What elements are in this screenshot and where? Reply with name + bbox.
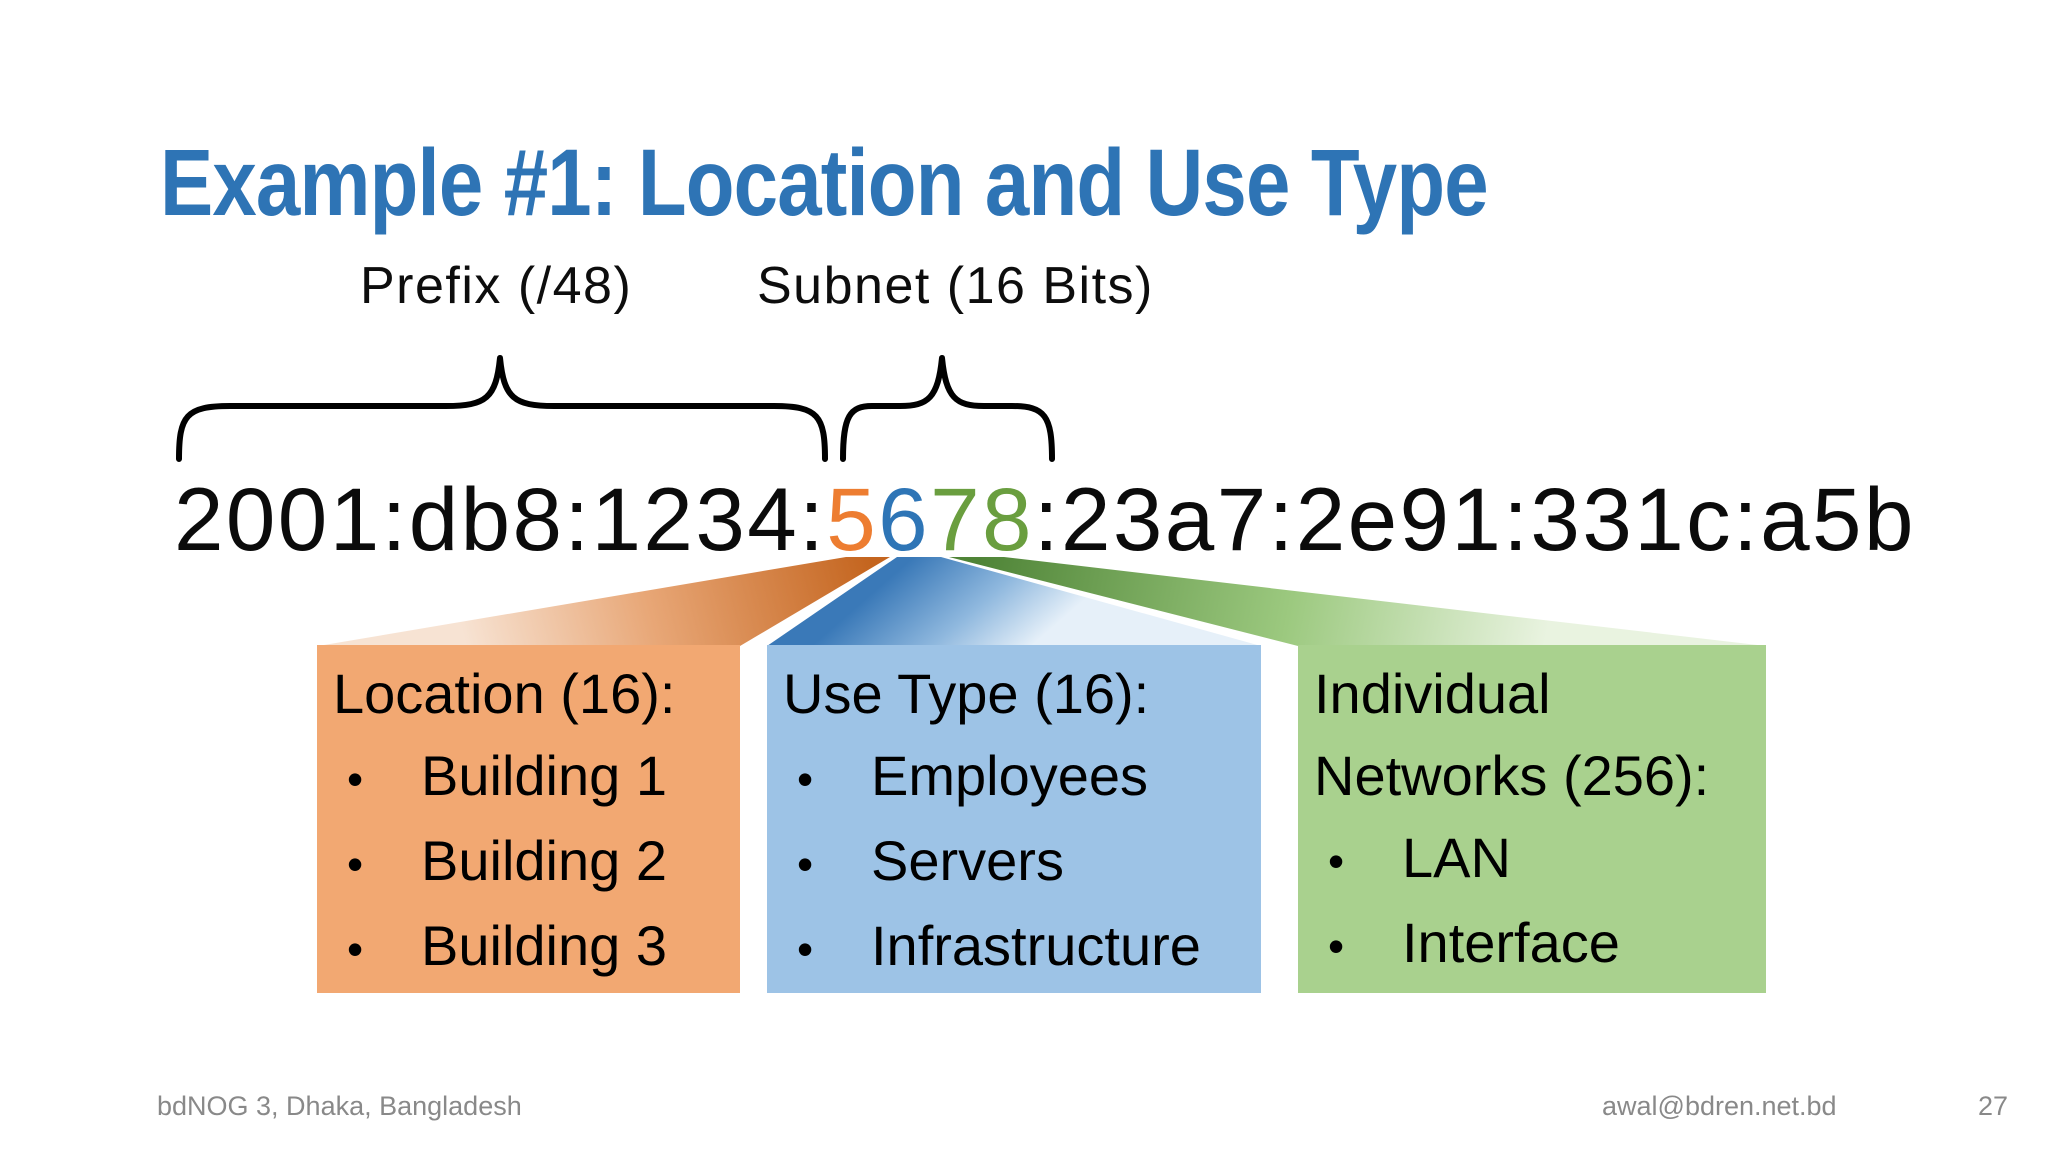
list-item: • Employees — [783, 735, 1261, 820]
networks-funnel — [949, 557, 1766, 646]
use-type-box-title: Use Type (16): — [783, 662, 1150, 725]
location-box-title: Location (16): — [333, 662, 676, 725]
list-item: • LAN — [1314, 817, 1766, 902]
list-item-label: LAN — [1402, 826, 1511, 889]
prefix-label: Prefix (/48) — [360, 257, 633, 315]
footer-email: awal@bdren.net.bd — [1602, 1091, 1837, 1121]
address-prefix-part: 2001:db8:1234: — [174, 469, 827, 569]
location-digit: 5 — [826, 469, 879, 569]
prefix-brace — [176, 355, 828, 462]
bullet-icon: • — [347, 923, 364, 975]
bullet-icon: • — [347, 753, 364, 805]
list-item: • Servers — [783, 820, 1261, 905]
location-box: Location (16): • Building 1 • Building 2 •… — [317, 645, 740, 993]
bullet-icon: • — [797, 923, 814, 975]
ipv6-address: 2001:db8:1234:5678:23a7:2e91:331c:a5b — [174, 475, 1916, 564]
list-item: • Infrastructure — [783, 905, 1261, 990]
list-item-label: Infrastructure — [871, 914, 1201, 977]
bullet-icon: • — [1328, 920, 1345, 972]
bullet-icon: • — [797, 753, 814, 805]
list-item: • Building 3 — [333, 905, 740, 990]
use-type-digit: 6 — [878, 469, 931, 569]
footer-venue: bdNOG 3, Dhaka, Bangladesh — [157, 1091, 522, 1121]
network-digits: 78 — [930, 469, 1034, 569]
list-item-label: Servers — [871, 829, 1064, 892]
use-type-box: Use Type (16): • Employees • Servers • Infr… — [767, 645, 1261, 993]
location-funnel — [318, 557, 890, 646]
list-item: • Building 1 — [333, 735, 740, 820]
address-interface-part: :23a7:2e91:331c:a5b — [1033, 469, 1916, 569]
page-number: 27 — [1978, 1091, 2009, 1121]
list-item-label: Building 3 — [421, 914, 667, 977]
individual-networks-box: Individual Networks (256): • LAN • Interfa… — [1298, 645, 1766, 993]
slide-title: Example #1: Location and Use Type — [160, 129, 1489, 236]
individual-networks-box-title: Individual Networks (256): — [1314, 662, 1710, 807]
bullet-icon: • — [347, 838, 364, 890]
list-item: • Building 2 — [333, 820, 740, 905]
subnet-label: Subnet (16 Bits) — [757, 257, 1154, 315]
bullet-icon: • — [1328, 835, 1345, 887]
use-type-funnel — [767, 557, 1261, 646]
list-item-label: Interface — [1402, 911, 1620, 974]
subnet-brace — [840, 355, 1055, 462]
list-item-label: Employees — [871, 744, 1149, 807]
list-item: • Interface — [1314, 902, 1766, 987]
bullet-icon: • — [797, 838, 814, 890]
list-item-label: Building 2 — [421, 829, 667, 892]
list-item-label: Building 1 — [421, 744, 667, 807]
